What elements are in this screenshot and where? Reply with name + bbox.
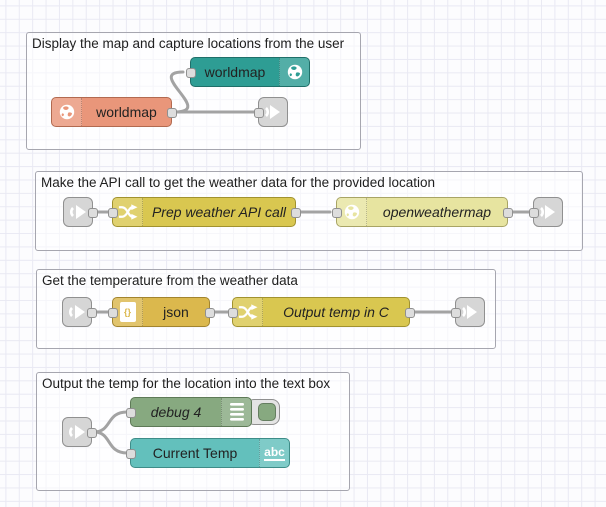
text-abc-icon: abc xyxy=(259,439,289,467)
output-port[interactable] xyxy=(86,308,97,318)
node-current-temp[interactable]: Current Temp abc xyxy=(125,438,290,468)
node-label: debug 4 xyxy=(150,404,202,420)
debug-list-icon xyxy=(221,398,251,426)
input-port[interactable] xyxy=(227,307,238,318)
node-label: worldmap xyxy=(96,104,157,120)
link-out-icon xyxy=(461,305,477,319)
input-port[interactable] xyxy=(185,67,196,78)
node-debug-4[interactable]: debug 4 xyxy=(125,397,252,427)
group-label: Output the temp for the location into th… xyxy=(42,376,331,391)
input-port[interactable] xyxy=(331,207,342,218)
node-label: json xyxy=(163,304,189,320)
node-worldmap[interactable]: worldmap xyxy=(51,97,177,127)
group-label: Display the map and capture locations fr… xyxy=(32,36,345,51)
link-in-node[interactable] xyxy=(62,297,97,327)
json-glyph: {} xyxy=(123,307,131,317)
group-output[interactable]: Output the temp for the location into th… xyxy=(36,372,350,491)
link-out-icon xyxy=(539,205,555,219)
node-prep-weather-api-call[interactable]: Prep weather API call xyxy=(107,197,301,227)
debug-toggle-state xyxy=(258,403,276,421)
wire[interactable] xyxy=(92,430,129,455)
link-out-node[interactable] xyxy=(450,297,485,327)
globe-icon xyxy=(279,58,309,86)
output-port[interactable] xyxy=(204,307,215,318)
link-in-node[interactable] xyxy=(62,417,97,447)
globe-icon xyxy=(52,98,82,126)
link-in-icon xyxy=(69,305,85,319)
change-icon xyxy=(113,198,143,226)
input-port[interactable] xyxy=(125,448,136,459)
node-openweathermap[interactable]: openweathermap xyxy=(331,197,513,227)
link-in-node[interactable] xyxy=(63,197,98,227)
group-label: Make the API call to get the weather dat… xyxy=(41,175,435,190)
json-file-icon: {} xyxy=(113,298,143,326)
input-port[interactable] xyxy=(125,407,136,418)
input-port[interactable] xyxy=(107,207,118,218)
link-out-node[interactable] xyxy=(253,97,288,127)
output-port[interactable] xyxy=(290,207,301,218)
output-port[interactable] xyxy=(86,428,97,438)
node-label: openweathermap xyxy=(382,204,492,220)
node-worldmap-in[interactable]: worldmap xyxy=(185,57,310,87)
input-port[interactable] xyxy=(107,307,118,318)
change-icon xyxy=(233,298,263,326)
input-port[interactable] xyxy=(253,108,264,118)
globe-icon xyxy=(337,198,367,226)
group-label: Get the temperature from the weather dat… xyxy=(42,273,298,288)
abc-glyph: abc xyxy=(264,444,285,461)
output-port[interactable] xyxy=(404,307,415,318)
node-label: Output temp in C xyxy=(283,304,389,320)
output-port[interactable] xyxy=(502,207,513,218)
link-out-icon xyxy=(264,105,280,119)
link-in-icon xyxy=(69,425,85,439)
node-label: Current Temp xyxy=(152,445,238,461)
node-output-temp-in-c[interactable]: Output temp in C xyxy=(227,297,415,327)
input-port[interactable] xyxy=(528,208,539,218)
output-port[interactable] xyxy=(87,208,98,218)
wire[interactable] xyxy=(169,70,190,114)
group-map[interactable]: Display the map and capture locations fr… xyxy=(26,32,361,150)
node-json[interactable]: {} json xyxy=(107,297,215,327)
link-out-node[interactable] xyxy=(528,197,563,227)
output-port[interactable] xyxy=(166,107,177,118)
input-port[interactable] xyxy=(450,308,461,318)
node-label: worldmap xyxy=(204,64,266,80)
wire[interactable] xyxy=(92,410,129,434)
link-in-icon xyxy=(70,205,86,219)
node-label: Prep weather API call xyxy=(151,204,287,220)
